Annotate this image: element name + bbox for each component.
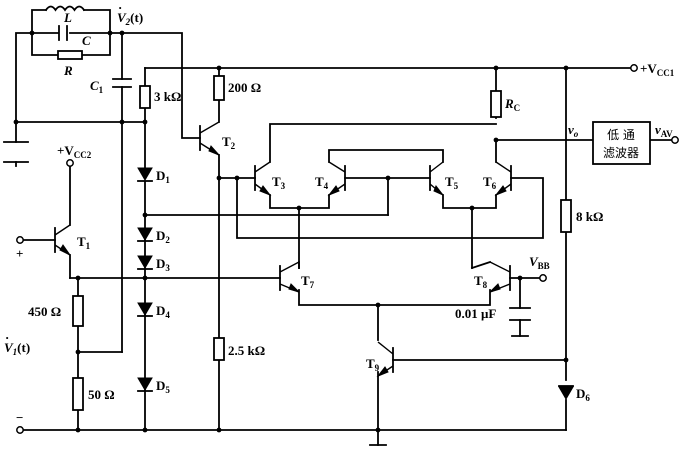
transistor-t6 [494, 161, 512, 197]
label-v2: V2(t) [117, 10, 143, 27]
terminal-input-minus [16, 426, 24, 434]
label-d1: D1 [156, 168, 170, 185]
label-vbb: VBB [529, 254, 550, 271]
capacitor-001 [509, 307, 531, 321]
label-d4: D4 [156, 303, 170, 320]
label-200: 200 Ω [228, 80, 261, 95]
label-450: 450 Ω [28, 304, 61, 319]
transistor-t3 [254, 161, 272, 197]
label-d6: D6 [576, 386, 590, 403]
terminal-vcc2 [66, 159, 74, 167]
label-d3: D3 [156, 256, 170, 273]
label-d2: D2 [156, 228, 170, 245]
v2-dot: · [118, 0, 122, 15]
label-t7: T7 [301, 273, 315, 290]
diodes [137, 167, 574, 400]
transistors [54, 121, 512, 378]
label-t6: T6 [483, 174, 497, 191]
diode-d5 [137, 377, 153, 392]
diode-d6 [558, 385, 574, 400]
terminal-input-plus [16, 236, 24, 244]
label-vcc2: +VCC2 [57, 143, 92, 160]
label-c1: C1 [90, 78, 104, 95]
terminal-vav [671, 136, 679, 144]
filter-label-line2: 滤波器 [603, 146, 639, 160]
label-l: L [63, 10, 72, 25]
inductor-l [44, 5, 86, 12]
label-t8: T8 [474, 273, 488, 290]
diode-d3 [137, 255, 153, 270]
label-3k: 3 kΩ [154, 89, 181, 104]
resistor-2-5k [213, 337, 225, 361]
label-2-5k: 2.5 kΩ [228, 343, 265, 358]
label-vcc1: +VCC1 [640, 61, 675, 78]
transistor-t4 [327, 161, 346, 197]
labels: L C R V2(t) · C1 3 kΩ 200 Ω RC 8 kΩ 450 … [4, 0, 675, 425]
terminals [16, 64, 679, 434]
resistor-8k [560, 199, 572, 233]
label-vo: vo [568, 122, 579, 139]
label-minus: − [16, 410, 23, 425]
low-pass-filter: 低 通 滤波器 [592, 121, 651, 165]
label-t4: T4 [315, 174, 329, 191]
v1-dot: · [5, 330, 9, 345]
transistor-t7 [279, 261, 300, 293]
filter-label-line1: 低 通 [607, 128, 635, 142]
label-plus: + [16, 246, 23, 261]
label-t2: T2 [222, 134, 236, 151]
transistor-t1 [54, 224, 71, 256]
capacitor-c1 [112, 78, 132, 88]
label-rc: RC [504, 96, 520, 113]
resistors [57, 50, 572, 411]
label-t5: T5 [445, 174, 459, 191]
capacitor-c [58, 25, 68, 41]
resistor-rc [490, 90, 502, 118]
transistor-t9 [376, 341, 394, 378]
label-t9: T9 [366, 356, 380, 373]
label-vav: vAV [655, 122, 673, 139]
label-v1: V1(t) [4, 340, 30, 357]
resistor-450 [72, 295, 84, 327]
transistor-t8 [470, 260, 511, 293]
label-c: C [82, 33, 91, 48]
diode-d1 [137, 167, 153, 182]
label-cap-001: 0.01 μF [455, 306, 496, 321]
resistor-r [57, 50, 83, 60]
terminal-vcc1 [630, 64, 638, 72]
label-8k: 8 kΩ [576, 209, 603, 224]
transistor-t2 [199, 121, 220, 156]
nodes [13, 30, 569, 433]
label-50: 50 Ω [88, 387, 115, 402]
label-t1: T1 [77, 234, 91, 251]
wires [15, 9, 673, 446]
resistor-50 [72, 377, 84, 411]
label-r: R [63, 63, 73, 78]
diode-d4 [137, 302, 153, 317]
resistor-3k [139, 85, 151, 109]
capacitor-big [3, 141, 29, 163]
diode-d2 [137, 227, 153, 242]
resistor-200 [213, 75, 225, 101]
terminal-vbb [539, 274, 547, 282]
label-t3: T3 [272, 174, 286, 191]
label-d5: D5 [156, 378, 170, 395]
transistor-t5 [429, 161, 444, 196]
reactive-components [3, 5, 531, 337]
